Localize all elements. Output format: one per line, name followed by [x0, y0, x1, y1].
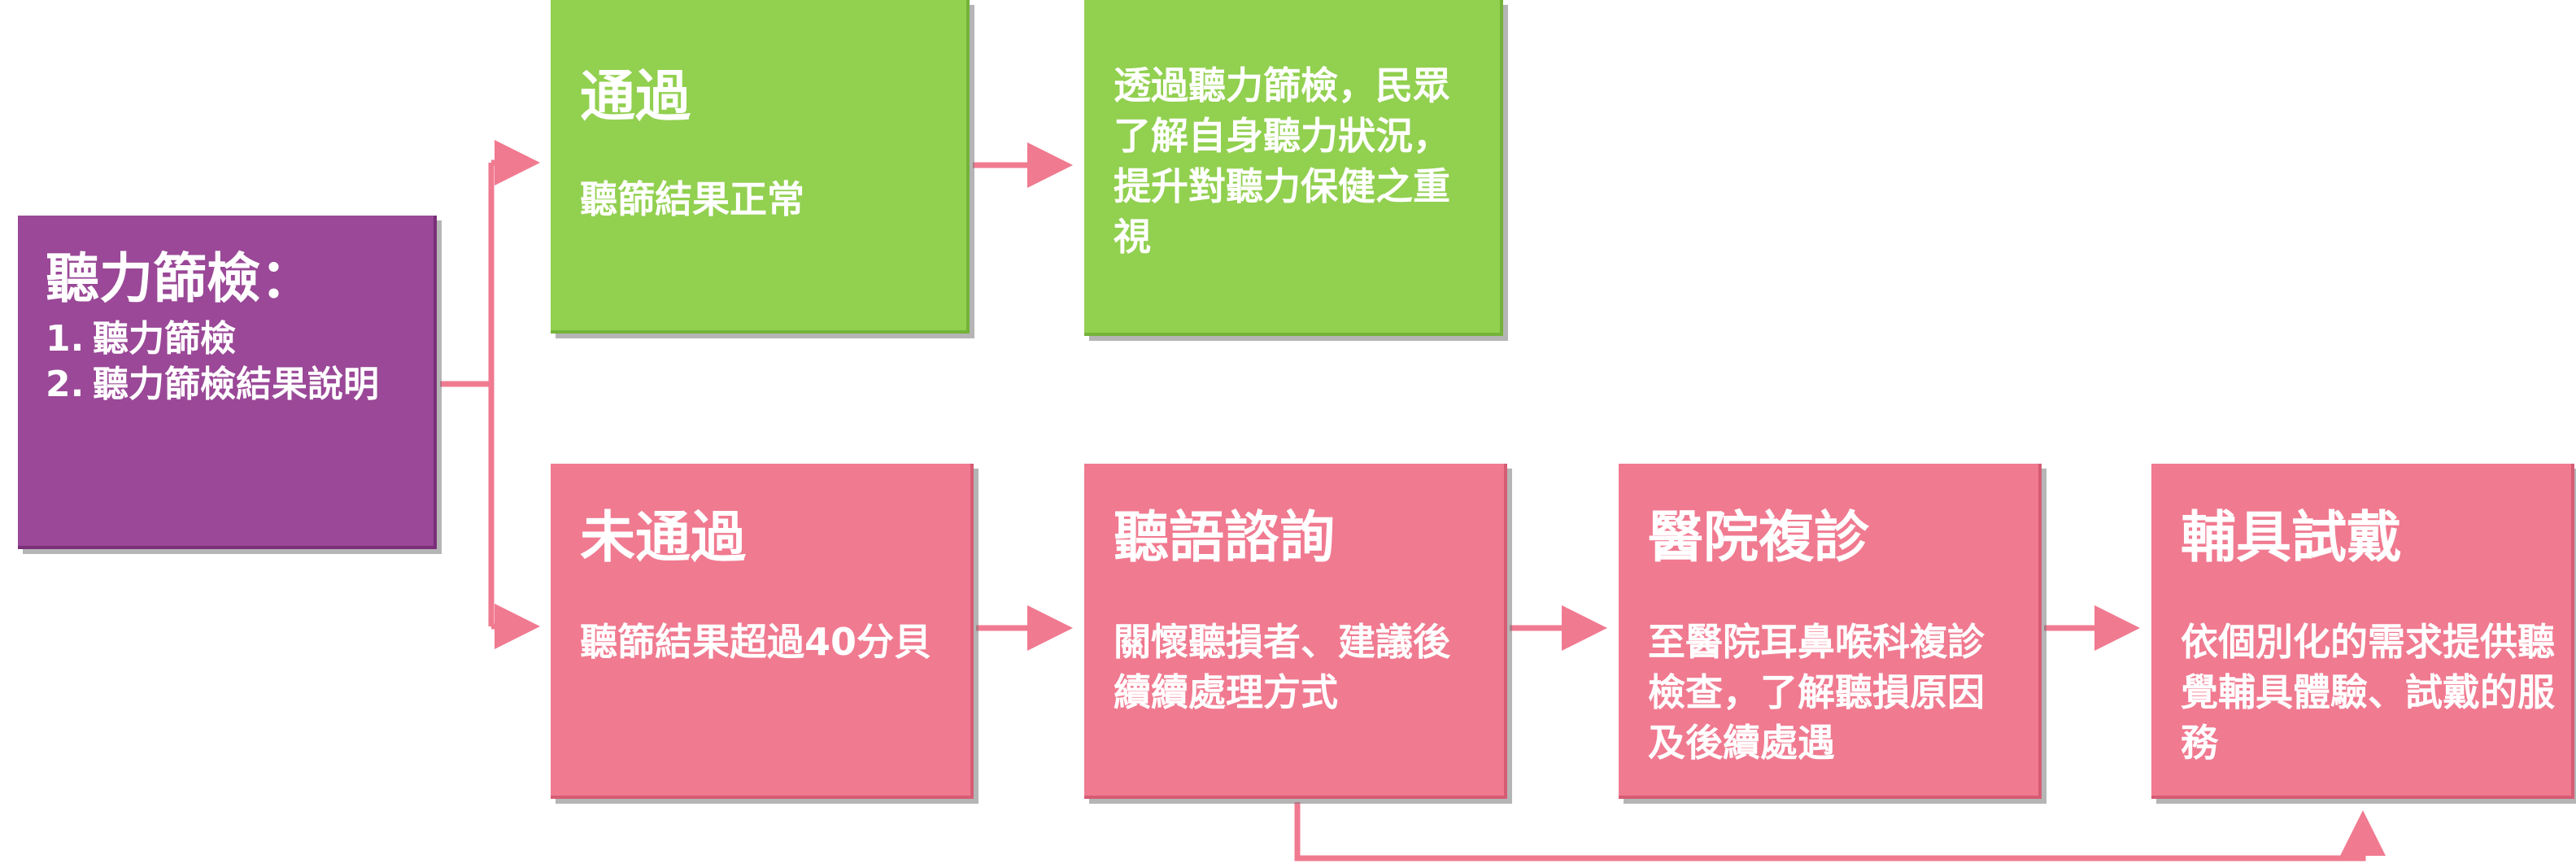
hearing-screening-item: 1. 聽力篩檢: [46, 316, 434, 362]
pass-title: 通過: [580, 65, 691, 129]
hearing-screening-list: 1. 聽力篩檢 2. 聽力篩檢結果說明: [46, 316, 434, 408]
list-item-number: 2.: [46, 364, 85, 405]
hearing-screening-box: 聽力篩檢： 1. 聽力篩檢 2. 聽力篩檢結果說明: [18, 216, 437, 549]
fail-box: 未通過 聽篩結果超過40分貝: [551, 464, 974, 799]
hospital-followup-box: 醫院複診 至醫院耳鼻喉科複診檢查，了解聽損原因及後續處遇: [1619, 464, 2042, 799]
list-item-text: 聽力篩檢: [93, 318, 236, 360]
hearing-screening-item: 2. 聽力篩檢結果說明: [46, 362, 434, 408]
pass-box: 通過 聽篩結果正常: [551, 0, 970, 334]
hospital-followup-title: 醫院複診: [1648, 506, 1870, 570]
fail-title: 未通過: [580, 506, 747, 570]
hearing-aid-trial-title: 輔具試戴: [2181, 506, 2403, 570]
counseling-box: 聽語諮詢 關懷聽損者、建議後續續處理方式: [1084, 464, 1507, 799]
counseling-title: 聽語諮詢: [1114, 506, 1336, 570]
hearing-aid-trial-description: 依個別化的需求提供聽覺輔具體驗、試戴的服務: [2181, 620, 2555, 765]
list-item-number: 1.: [46, 318, 85, 360]
fail-description: 聽篩結果超過40分貝: [580, 620, 932, 664]
arrow-counseling-to-aid: [1294, 802, 2386, 861]
pass-outcome-description: 透過聽力篩檢，民眾了解自身聽力狀況，提升對聽力保健之重視: [1114, 63, 1450, 259]
hearing-screening-title: 聽力篩檢：: [46, 247, 314, 310]
hospital-followup-description: 至醫院耳鼻喉科複診檢查，了解聽損原因及後續處遇: [1648, 620, 1985, 765]
pass-description: 聽篩結果正常: [580, 177, 804, 221]
counseling-description: 關懷聽損者、建議後續續處理方式: [1114, 620, 1450, 714]
hearing-aid-trial-box: 輔具試戴 依個別化的需求提供聽覺輔具體驗、試戴的服務: [2151, 464, 2574, 799]
pass-outcome-box: 透過聽力篩檢，民眾了解自身聽力狀況，提升對聽力保健之重視: [1084, 0, 1503, 336]
list-item-text: 聽力篩檢結果說明: [93, 364, 379, 405]
